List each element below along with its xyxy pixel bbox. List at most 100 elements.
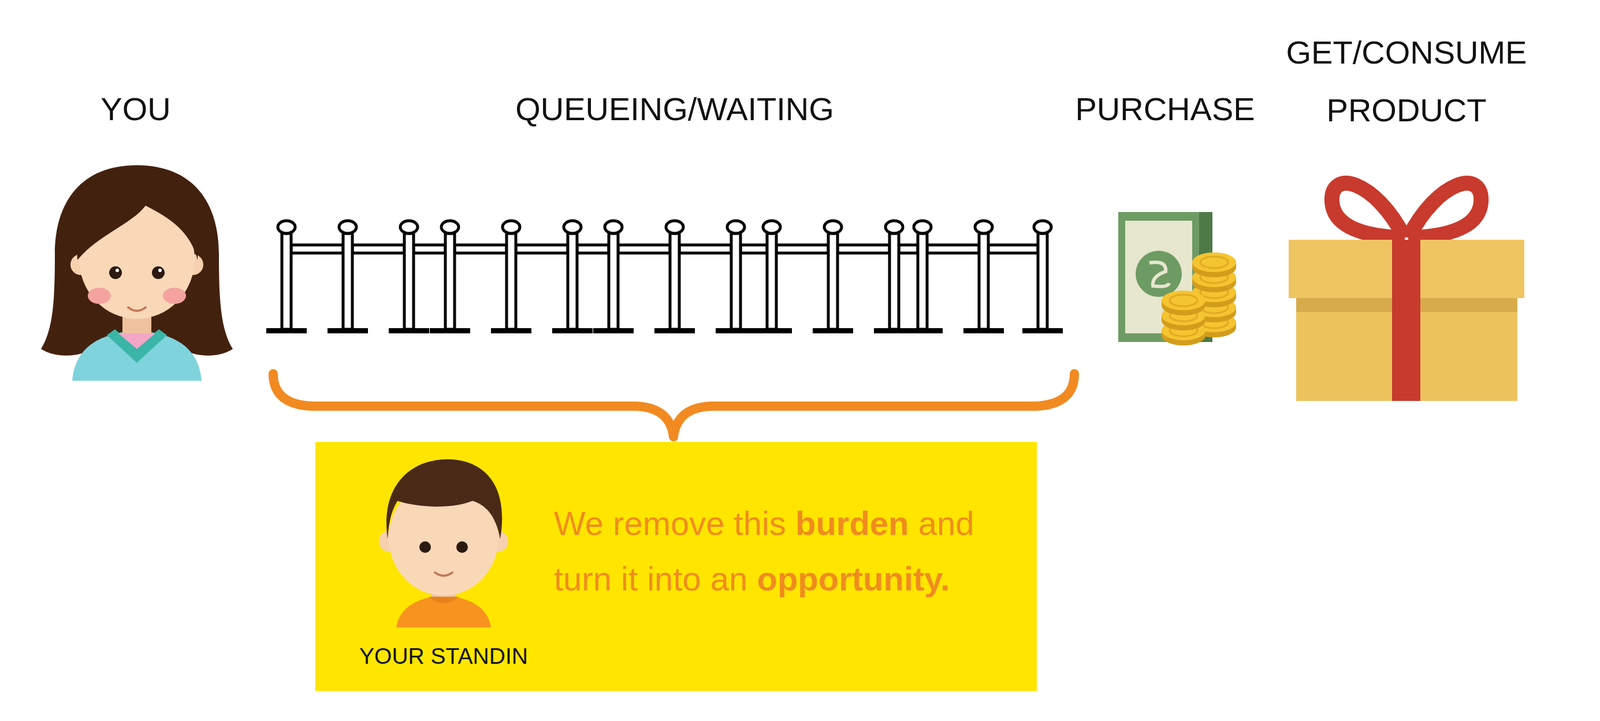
money-icon-part [1149,262,1170,287]
step-label: PURCHASE [1074,80,1255,139]
avatar-caption: YOUR STANDIN [359,642,528,671]
stanchion-post [812,220,854,334]
message-panel: We remove this burden and turn it into a… [315,441,1037,691]
stanchion-post [902,220,943,334]
stanchion-post-part [751,328,792,334]
boy-avatar [378,459,509,628]
boy-avatar-part [386,459,502,539]
message-word: turn [553,559,621,598]
gift-icon [1288,183,1525,401]
rope [352,244,405,253]
girl-avatar-part [115,268,119,273]
girl-avatar-part [41,165,233,356]
stanchion-post [654,220,695,334]
girl-avatar [41,165,233,381]
message-word: burden [795,504,919,542]
rope [927,244,980,253]
boy-avatar-part [456,541,468,553]
stanchion-post-part [327,328,368,334]
rope [776,244,829,253]
coin [1161,290,1206,316]
message-word: remove [612,504,735,542]
gift-icon-part [1408,183,1482,238]
stanchion-post [963,220,1004,334]
stanchion-post-part [715,328,757,334]
stanchion-post-part [266,328,307,334]
stanchion-post-part [913,220,932,234]
orange-brace [273,373,1075,437]
girl-avatar-part [151,266,165,279]
stanchion-post-part [902,328,943,334]
stanchion-post-part [1022,328,1063,334]
gift-icon-part [1392,239,1421,401]
standin-avatar [315,441,576,639]
stanchion-post-part [1037,233,1048,330]
stanchion-post [490,220,532,334]
rope [577,244,609,253]
money-icon-part [1135,250,1182,297]
stanchion-post-part [812,328,854,334]
stanchion-post-part [979,233,989,330]
queue-stanchions [266,220,1063,334]
girl-avatar-part [106,329,167,363]
stanchion-post-part [828,233,838,330]
rope [898,244,918,253]
rope [291,244,344,253]
coin-part [1192,252,1237,273]
stanchion-post-part [665,220,684,234]
rope [515,244,568,253]
girl-avatar-part [87,287,111,304]
rope [837,244,890,253]
stanchion-post [873,220,915,334]
message-word: opportunity. [756,559,950,598]
stanchion-post-part [763,220,781,234]
message-word: We [553,504,613,542]
girl-avatar-part [118,333,156,349]
stanchion-post-part [731,233,741,330]
stanchion-post-part [975,220,993,234]
stanchion-post-part [670,233,680,330]
stanchion-post-part [963,328,1004,334]
message-word: into [646,559,711,598]
stanchion-post [266,220,307,334]
step-label: QUEUEING/WAITING [515,80,835,139]
boy-avatar-part [428,596,459,604]
stanchion-post-part [281,233,292,330]
message-word: this [734,504,796,542]
stanchion-post [552,220,593,334]
stanchion-post-part [889,233,899,330]
coin-part [1161,290,1206,311]
stanchion-post-part [824,220,842,234]
stanchion-post-part [604,220,623,234]
stanchion-post-part [404,233,414,330]
stanchion-post [715,220,757,334]
stanchion-post-part [441,220,459,234]
emphasis: opportunity. [756,559,950,598]
stanchion-post [388,220,430,334]
stanchion-post [1022,220,1063,334]
rope [740,244,768,253]
girl-avatar-part [162,287,186,304]
stanchion-post-part [552,328,593,334]
rope [679,244,732,253]
stanchion-post [593,220,634,334]
girl-avatar-part [109,266,122,279]
stanchion-post-part [277,220,296,234]
stanchion-post-part [727,220,745,234]
step-label: YOU [100,80,171,139]
stanchion-post-part [490,328,532,334]
coin [1192,252,1237,278]
message-text: We remove this burden and turn it into a… [553,495,1011,607]
boy-avatar-part [419,541,431,553]
stanchion-post-part [445,233,455,330]
rope [454,244,507,253]
girl-avatar-part [158,268,162,273]
step-label: GET/CONSUME PRODUCT [1273,23,1540,140]
coin-part [1200,256,1229,269]
stanchion-post-part [1033,220,1052,234]
girl-avatar-part [128,307,146,311]
stanchion-post [327,220,368,334]
stanchion-post-part [917,233,928,330]
stanchion-post-part [767,233,777,330]
stanchion-post-part [608,233,619,330]
